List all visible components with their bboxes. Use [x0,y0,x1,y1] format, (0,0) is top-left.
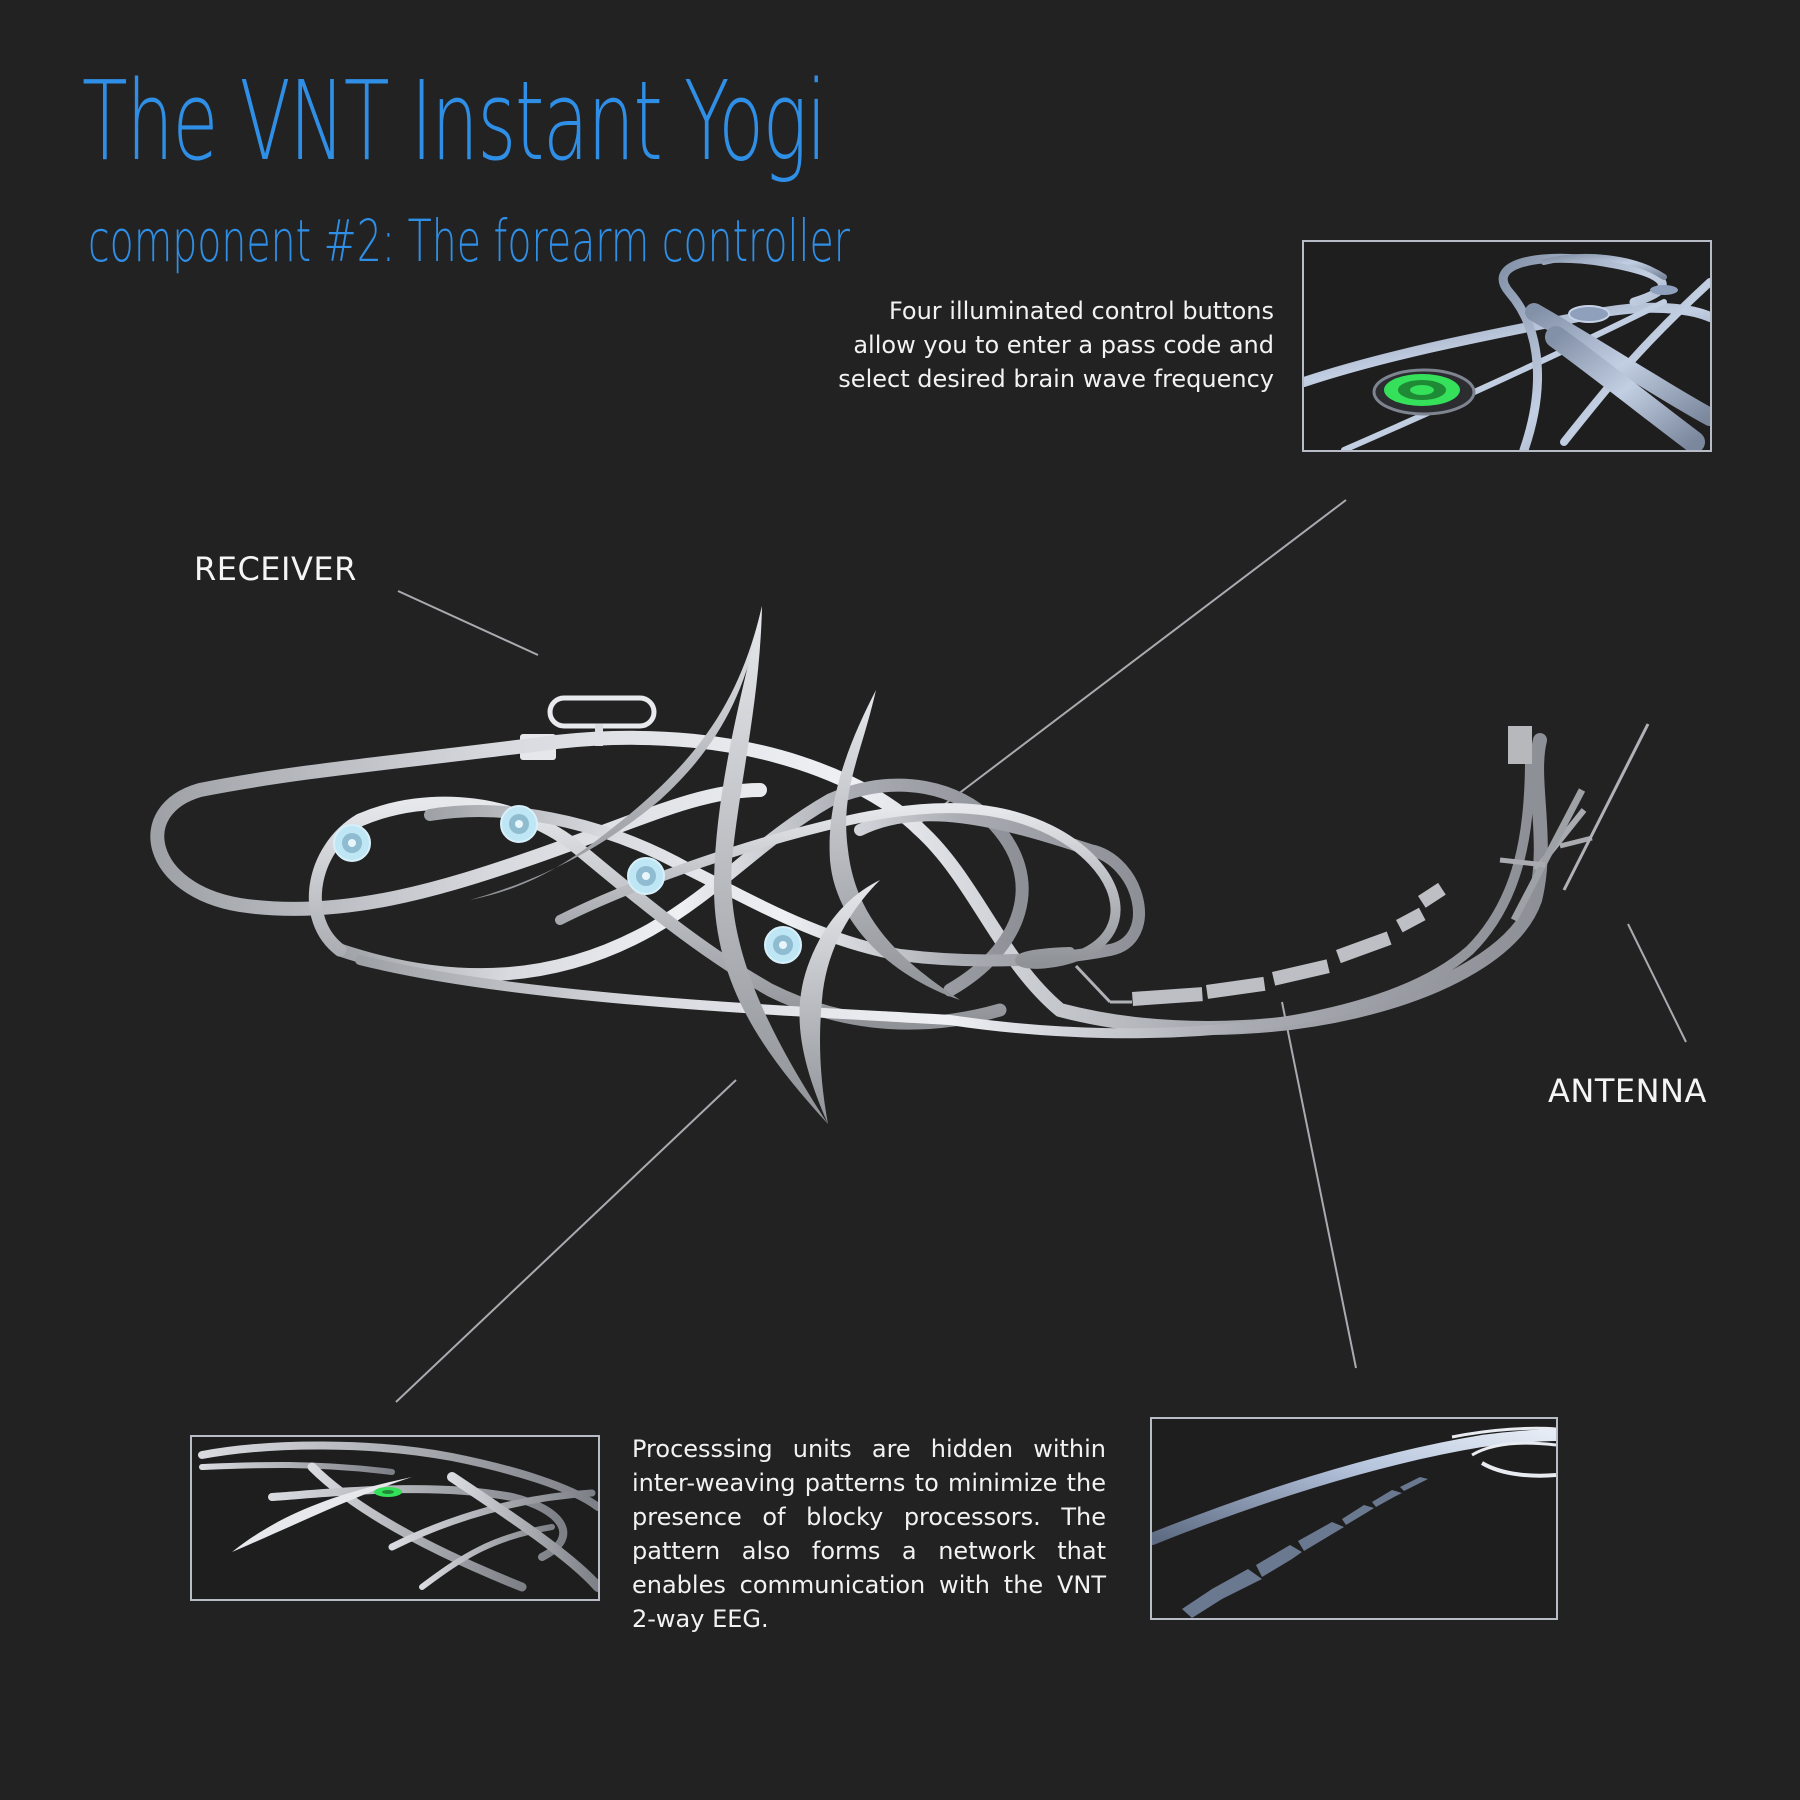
processor-block [1418,882,1446,908]
spike-3 [829,690,960,1000]
spike-2 [713,606,828,1124]
processor-strip-closeup-inset [1150,1417,1558,1620]
band-weave-3 [424,805,1145,967]
processing-closeup-inset [190,1435,600,1601]
leader-lines [395,499,1687,1403]
antenna [1499,723,1650,922]
page-title: The VNT Instant Yogi [82,57,827,185]
processing-callout-text: Processsing units are hidden within inte… [632,1435,1106,1633]
processor-block [1395,907,1426,933]
page-subtitle: component #2: The forearm controller [88,207,850,275]
band-lower-arc [355,755,1535,1039]
buttons-callout-text: Four illuminated control buttons allow y… [838,297,1274,393]
processor-block [1132,987,1203,1006]
band-weave-1 [333,778,1029,997]
band-weave-2 [308,796,1007,1030]
antenna-label: ANTENNA [1548,1072,1707,1110]
processor-block [1272,959,1330,986]
spikes [470,606,960,1124]
antenna-leader-line [1627,923,1687,1043]
processor-strip [1074,882,1446,1006]
processor-block [1336,931,1392,964]
processing-leader-line [395,1079,737,1403]
antenna-strip-leader-line [1281,1001,1357,1369]
receiver-label: RECEIVER [194,550,357,588]
control-buttons [333,805,802,964]
forearm-band [150,730,1548,1039]
buttons-closeup-inset [1302,240,1712,452]
control-button-3 [627,857,665,895]
processor-block [1205,976,1266,999]
buttons-leader-line [911,499,1347,830]
control-button-4 [764,926,802,964]
control-button-1 [333,824,371,862]
receiver-leader-line [397,590,539,656]
spike-4 [799,880,880,1124]
control-button-2 [500,805,538,843]
